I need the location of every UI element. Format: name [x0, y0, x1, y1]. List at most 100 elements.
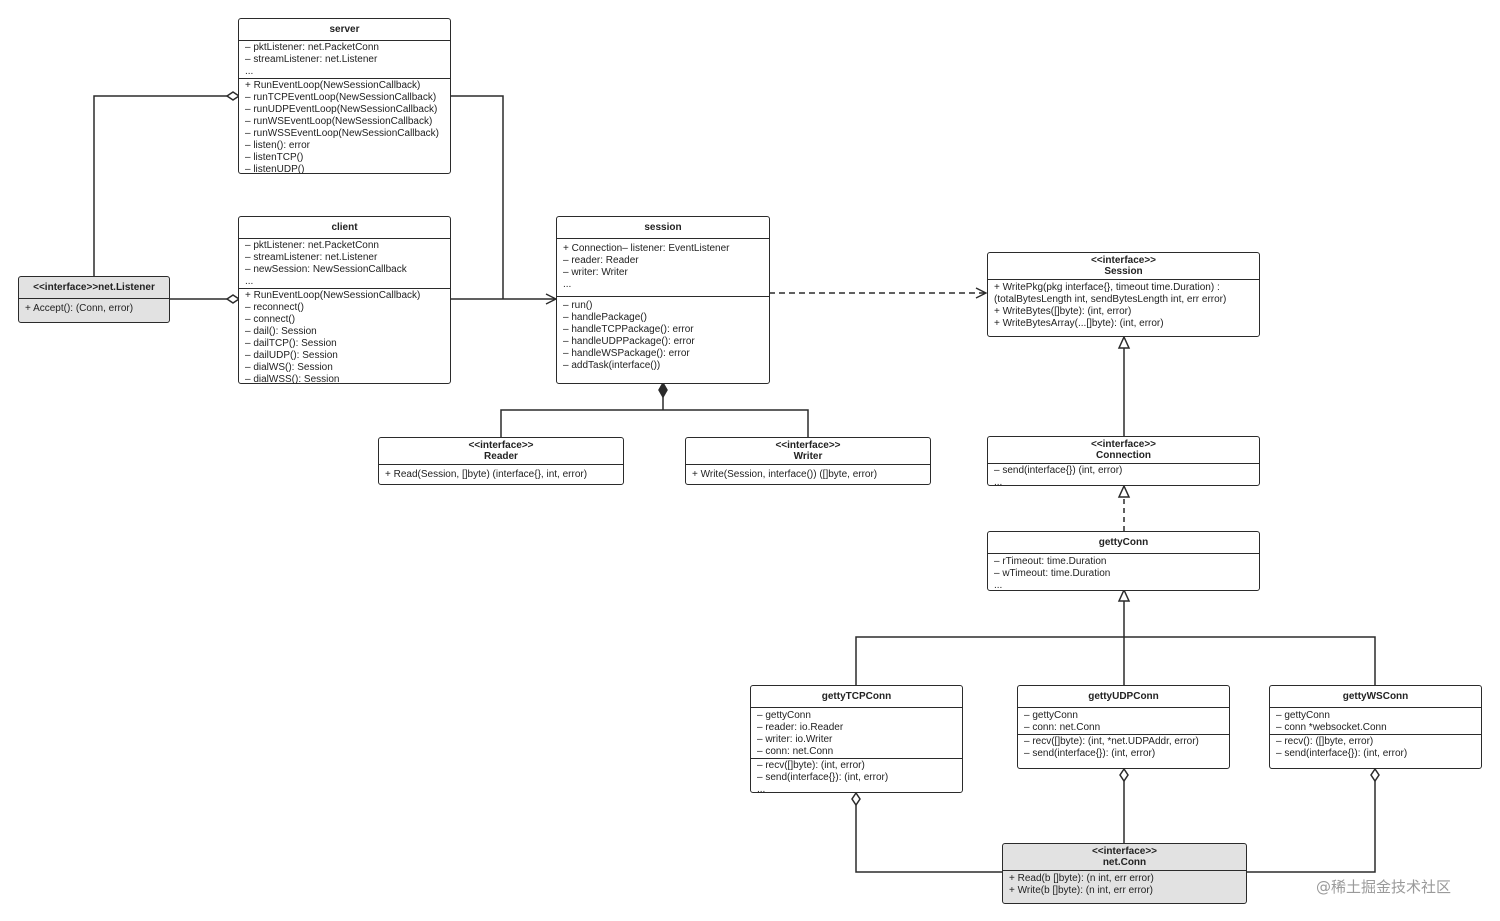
class-name: server — [239, 19, 450, 41]
class-name: gettyTCPConn — [751, 686, 962, 708]
interface-header: <<interface>> Session — [988, 253, 1259, 280]
interface-name: Connection — [1096, 450, 1151, 461]
composition-line-session-parts — [500, 409, 809, 437]
interface-header: <<interface>> net.Conn — [1003, 844, 1246, 871]
attribute: ... — [245, 66, 254, 77]
watermark-text: @稀土掘金技术社区 — [1316, 878, 1452, 896]
method: + Accept(): (Conn, error) — [25, 303, 134, 314]
method: – runWSEventLoop(NewSessionCallback) — [245, 116, 433, 127]
method: – handleTCPPackage(): error — [563, 324, 694, 335]
attributes-section: – gettyConn – conn: net.Conn — [1018, 708, 1229, 734]
method: (totalBytesLength int, sendBytesLength i… — [994, 294, 1227, 305]
class-name: gettyWSConn — [1270, 686, 1481, 708]
method: – send(interface{}): (int, error) — [1024, 748, 1156, 759]
attributes-section: – pktListener: net.PacketConn – streamLi… — [239, 41, 450, 78]
aggregation-line-tcp-netconn — [855, 805, 1002, 873]
method: – dialWSS(): Session — [245, 374, 340, 384]
aggregation-line-listener-server — [93, 95, 227, 276]
methods-section: – recv(): ([]byte, error) – send(interfa… — [1270, 734, 1481, 760]
realization-arrow-connection — [1117, 484, 1131, 498]
method: – recv([]byte): (int, error) — [757, 760, 865, 771]
aggregation-line-ws-netconn — [1246, 781, 1376, 873]
attribute: – streamListener: net.Listener — [245, 252, 378, 263]
interface-header: <<interface>> Reader — [379, 438, 623, 465]
method: – dailTCP(): Session — [245, 338, 337, 349]
methods-section: – recv([]byte): (int, *net.UDPAddr, erro… — [1018, 734, 1229, 760]
interface-writer[interactable]: <<interface>> Writer + Write(Session, in… — [685, 437, 931, 485]
attribute: – writer: Writer — [563, 267, 628, 278]
method: – listenUDP() — [245, 164, 305, 174]
interface-name: Reader — [484, 451, 518, 462]
attribute: – reader: io.Reader — [757, 722, 844, 733]
attribute: – gettyConn — [1024, 710, 1078, 721]
class-server[interactable]: server – pktListener: net.PacketConn – s… — [238, 18, 451, 174]
method: – connect() — [245, 314, 296, 325]
interface-reader[interactable]: <<interface>> Reader + Read(Session, []b… — [378, 437, 624, 485]
methods-section: + Read(Session, []byte) (interface{}, in… — [379, 465, 623, 481]
interface-net-listener[interactable]: <<interface>>net.Listener + Accept(): (C… — [18, 276, 170, 323]
attributes-section: – pktListener: net.PacketConn – streamLi… — [239, 239, 450, 288]
attributes-section: + Connection– listener: EventListener – … — [557, 239, 769, 296]
attribute: – gettyConn — [757, 710, 811, 721]
interface-name: Session — [1104, 266, 1143, 277]
method: ... — [757, 784, 766, 793]
aggregation-diamond-udp — [1119, 767, 1129, 783]
method: – handleUDPPackage(): error — [563, 336, 695, 347]
method: + WriteBytesArray(...[]byte): (int, erro… — [994, 318, 1164, 329]
method: – listenTCP() — [245, 152, 304, 163]
interface-header: <<interface>> Writer — [686, 438, 930, 465]
method: – runTCPEventLoop(NewSessionCallback) — [245, 92, 437, 103]
method: – dail(): Session — [245, 326, 317, 337]
interface-net-conn[interactable]: <<interface>> net.Conn + Read(b []byte):… — [1002, 843, 1247, 904]
interface-header: <<interface>> Connection — [988, 437, 1259, 464]
class-session[interactable]: session + Connection– listener: EventLis… — [556, 216, 770, 384]
method: – addTask(interface()) — [563, 360, 661, 371]
method: ... — [994, 477, 1003, 486]
interface-session[interactable]: <<interface>> Session + WritePkg(pkg int… — [987, 252, 1260, 337]
attribute: + Connection– listener: EventListener — [563, 243, 730, 254]
attributes-section: – gettyConn – reader: io.Reader – writer… — [751, 708, 962, 758]
method: – send(interface{}): (int, error) — [1276, 748, 1408, 759]
method: – listen(): error — [245, 140, 311, 151]
attribute: – conn: net.Conn — [757, 746, 834, 757]
methods-section: – recv([]byte): (int, error) – send(inte… — [751, 758, 962, 793]
class-gettyconn[interactable]: gettyConn – rTimeout: time.Duration – wT… — [987, 531, 1260, 591]
method: – reconnect() — [245, 302, 304, 313]
class-client[interactable]: client – pktListener: net.PacketConn – s… — [238, 216, 451, 384]
stereotype-label: <<interface>> — [1090, 439, 1157, 450]
method: – runWSSEventLoop(NewSessionCallback) — [245, 128, 439, 139]
method: + RunEventLoop(NewSessionCallback) — [245, 290, 421, 301]
methods-section: + WritePkg(pkg interface{}, timeout time… — [988, 280, 1259, 336]
stereotype-label: <<interface>> — [1090, 255, 1157, 266]
generalization-arrow-gettyconn — [1117, 588, 1131, 602]
method: + Write(b []byte): (n int, err error) — [1009, 885, 1154, 896]
method: – dailUDP(): Session — [245, 350, 338, 361]
generalization-line-subclasses — [855, 636, 1376, 685]
attribute: – rTimeout: time.Duration — [994, 556, 1107, 567]
method: + Write(Session, interface()) ([]byte, e… — [692, 469, 878, 480]
attribute: – reader: Reader — [563, 255, 639, 266]
stereotype-label: <<interface>> — [468, 440, 534, 451]
attribute: – pktListener: net.PacketConn — [245, 240, 379, 251]
interface-connection[interactable]: <<interface>> Connection – send(interfac… — [987, 436, 1260, 486]
attribute: – newSession: NewSessionCallback — [245, 264, 407, 275]
attribute: – gettyConn — [1276, 710, 1330, 721]
method: ... — [1009, 897, 1018, 904]
class-name: gettyConn — [988, 532, 1259, 554]
attribute: – pktListener: net.PacketConn — [245, 42, 379, 53]
stereotype-label: <<interface>> — [1091, 846, 1158, 857]
methods-section: – run() – handlePackage() – handleTCPPac… — [557, 296, 769, 372]
attributes-section: – gettyConn – conn *websocket.Conn — [1270, 708, 1481, 734]
methods-section: + RunEventLoop(NewSessionCallback) – run… — [239, 78, 450, 174]
interface-name: Writer — [793, 451, 823, 462]
class-name: client — [239, 217, 450, 239]
composition-diamond-session — [658, 381, 668, 399]
method: – run() — [563, 300, 593, 311]
attribute: ... — [563, 279, 572, 290]
attribute: ... — [994, 580, 1003, 591]
class-gettyudpconn[interactable]: gettyUDPConn – gettyConn – conn: net.Con… — [1017, 685, 1230, 769]
method: – send(interface{}): (int, error) — [757, 772, 889, 783]
class-gettywsconn[interactable]: gettyWSConn – gettyConn – conn *websocke… — [1269, 685, 1482, 769]
class-gettytcpconn[interactable]: gettyTCPConn – gettyConn – reader: io.Re… — [750, 685, 963, 793]
interface-name: net.Conn — [1102, 857, 1147, 868]
